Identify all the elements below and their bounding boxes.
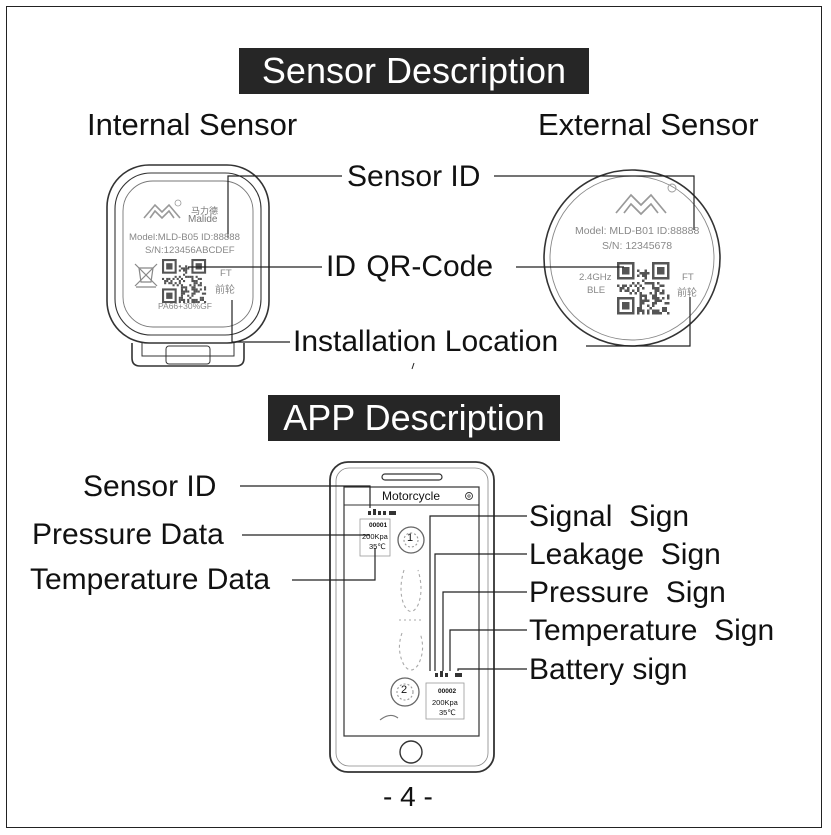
wheel1-temp: 35℃ [369,542,386,551]
phone-status-icons [368,509,396,515]
temperature-sign-callout: Temperature Sign [529,614,775,647]
internal-brand-en: Malide [188,214,218,225]
wheel2-number: 2 [401,684,408,696]
wheel1-id: 00001 [369,522,388,529]
app-pressure-data-callout: Pressure Data [32,518,224,551]
internal-sensor-drawing [106,164,270,367]
sensor-section-title: Sensor Description [239,48,589,94]
internal-location-en: FT [220,268,232,279]
external-model-text: Model: MLD-B01 ID:88888 [575,225,700,237]
external-location-en: FT [682,272,694,283]
wheel2-temp: 35℃ [439,708,456,717]
external-serial-text: S/N: 12345678 [602,240,673,252]
battery-sign-callout: Battery sign [529,653,688,686]
internal-model-text: Model:MLD-B05 ID:88888 [129,232,240,243]
sensor-callout-lines [188,175,695,370]
app-sensor-id-callout: Sensor ID [83,470,217,503]
phone-motorcycle-drawing [379,526,425,721]
internal-material-text: PA66+30%GF [158,301,212,311]
external-logo-icon [615,183,677,216]
signal-sign-callout: Signal Sign [529,500,690,533]
phone-drawing [329,461,495,773]
external-freq-text: 2.4GHz [579,272,612,283]
app-callout-lines [240,485,527,671]
external-ble-text: BLE [587,285,606,296]
leakage-sign-callout: Leakage Sign [529,538,721,571]
wheel2-pressure: 200Kpa [432,698,458,707]
page-number: - 4 - [383,781,433,812]
internal-logo-icon [143,199,182,220]
sensor-id-callout: Sensor ID [347,160,481,193]
external-location-cn: 前轮 [677,288,697,299]
wheel1-number: 1 [407,532,414,544]
app-section-title: APP Description [268,395,560,441]
phone-header-title: Motorcycle [382,489,441,503]
internal-serial-text: S/N:123456ABCDEF [145,245,235,256]
internal-qr-code-icon [162,258,207,304]
internal-sensor-heading: Internal Sensor [87,107,298,142]
external-sensor-heading: External Sensor [538,107,759,142]
external-qr-code-icon [617,262,670,315]
installation-location-callout: Installation Location [293,325,559,358]
internal-location-cn: 前轮 [215,285,235,296]
phone-status-icons-2 [435,671,462,677]
wheel2-id: 00002 [438,688,457,695]
wheel1-pressure: 200Kpa [362,532,388,541]
internal-recycle-icon [134,263,158,288]
internal-brand-cn: 马力德 [191,206,219,216]
page-frame [6,6,822,828]
app-temperature-data-callout: Temperature Data [30,563,271,596]
qr-code-callout: ID QR-Code [326,250,494,283]
pressure-sign-callout: Pressure Sign [529,576,726,609]
